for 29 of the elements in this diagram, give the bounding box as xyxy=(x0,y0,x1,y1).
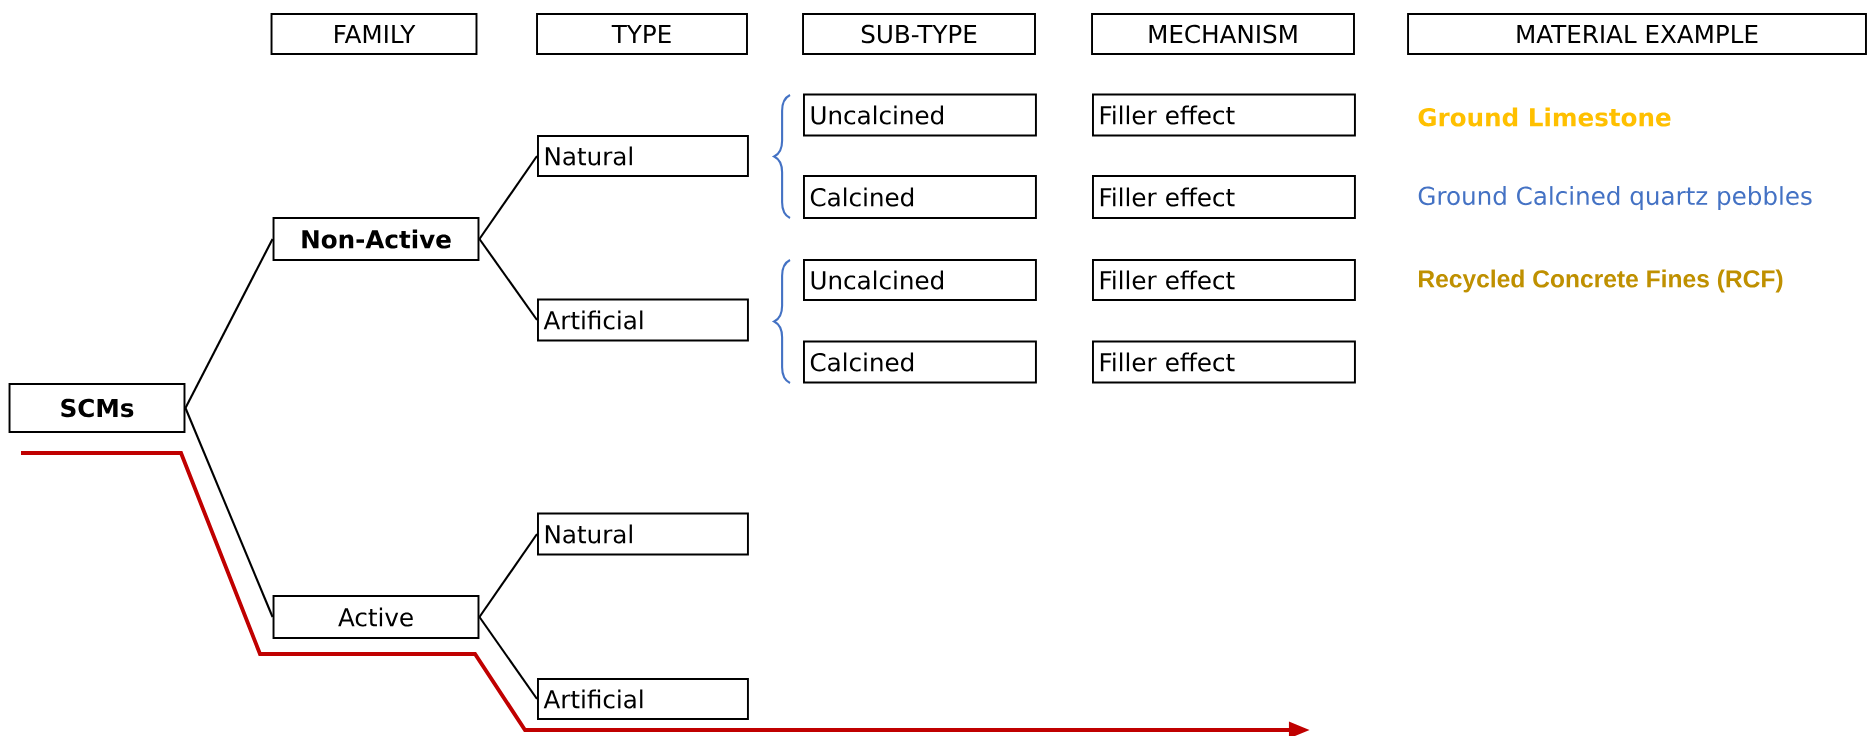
process-box: SCMs xyxy=(8,383,186,433)
process-box: Artificial xyxy=(537,298,749,342)
connector-line xyxy=(184,407,274,618)
process-box: Uncalcined xyxy=(803,259,1037,301)
process-box: Filler effect xyxy=(1092,93,1356,137)
material-label: Recycled Concrete Fines (RCF) xyxy=(1419,269,1783,293)
material-label: Ground Limestone xyxy=(1418,107,1671,127)
connector-line xyxy=(478,155,538,240)
process-box: Calcined xyxy=(803,340,1037,384)
process-box: Natural xyxy=(537,135,749,177)
process-box: Calcined xyxy=(803,175,1037,219)
process-box: Filler effect xyxy=(1092,340,1356,384)
material-label: Ground Calcined quartz pebbles xyxy=(1418,186,1812,210)
header-box: MECHANISM xyxy=(1091,13,1355,55)
process-box: Uncalcined xyxy=(803,93,1037,137)
process-box: Filler effect xyxy=(1092,259,1356,301)
process-box: Active xyxy=(272,595,480,639)
connector-line xyxy=(478,238,538,321)
process-box: Natural xyxy=(537,512,749,556)
connector-line xyxy=(478,533,538,618)
header-box: TYPE xyxy=(536,13,748,55)
process-box: Non-Active xyxy=(272,217,480,261)
process-box: Filler effect xyxy=(1092,175,1356,219)
header-box: SUB-TYPE xyxy=(802,13,1036,55)
process-box: Artificial xyxy=(537,678,749,720)
connector-line xyxy=(478,616,538,700)
connector-line xyxy=(184,238,274,409)
header-box: MATERIAL EXAMPLE xyxy=(1407,13,1867,55)
header-box: FAMILY xyxy=(270,13,478,55)
